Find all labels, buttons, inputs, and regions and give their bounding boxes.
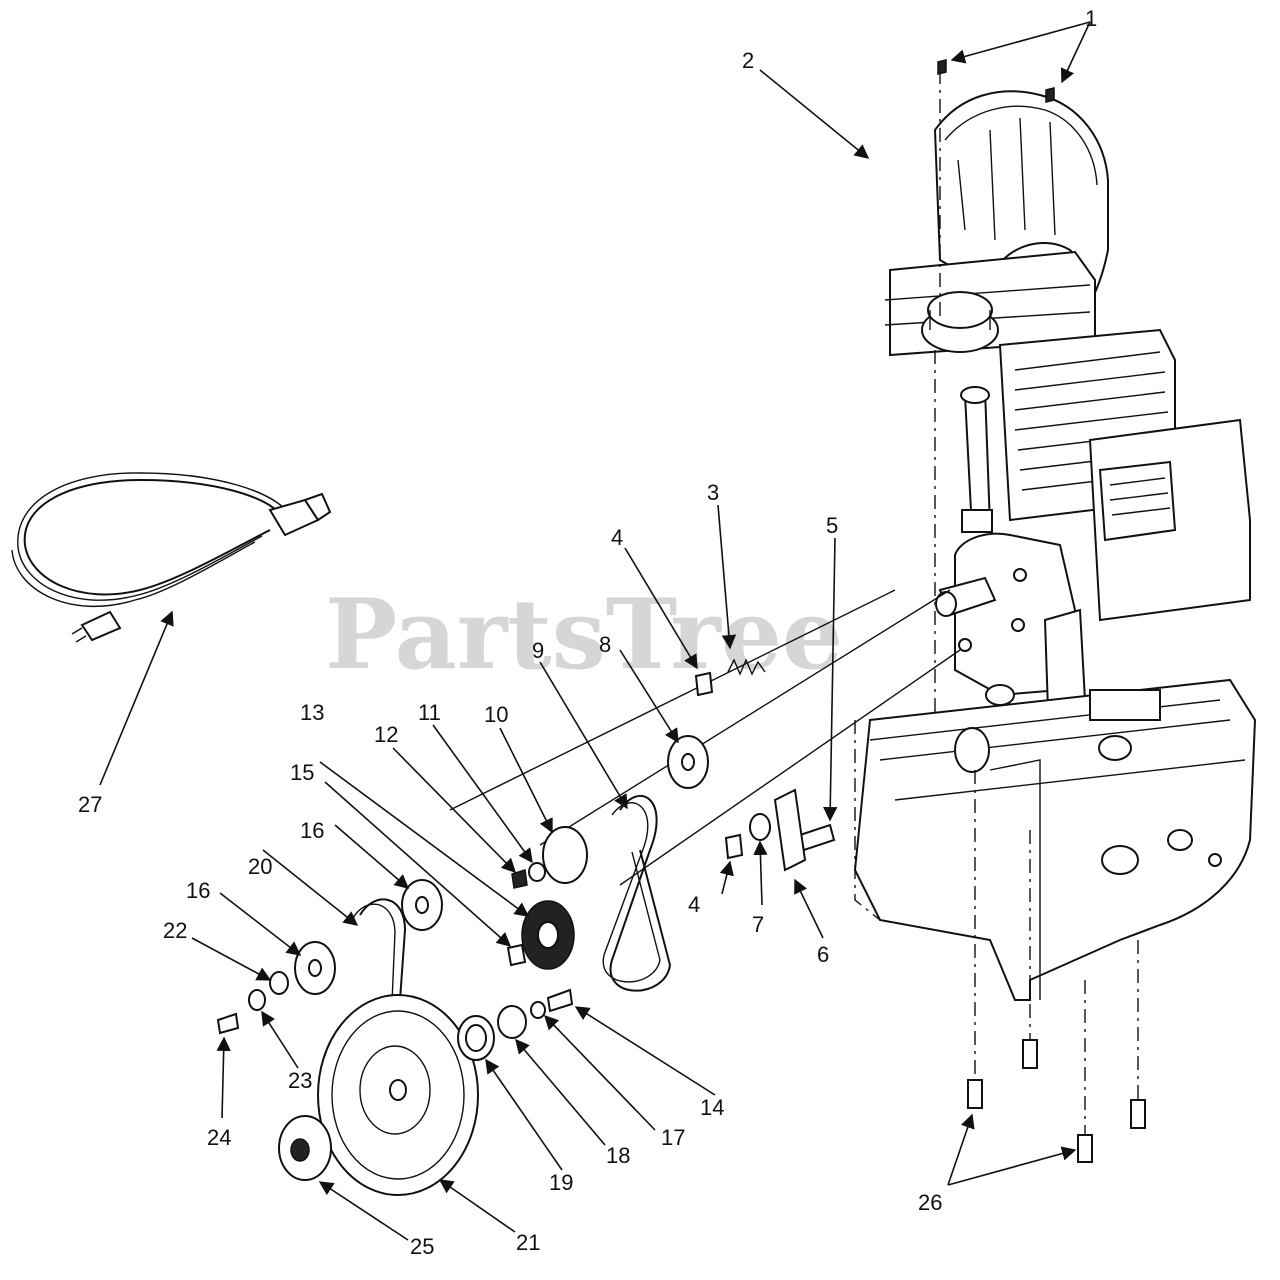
screw-parts-1 <box>937 59 1055 103</box>
callout-25: 25 <box>410 1234 434 1259</box>
callout-19: 19 <box>549 1170 573 1195</box>
callout-4a: 4 <box>611 525 623 550</box>
callout-9: 9 <box>532 638 544 663</box>
callout-24: 24 <box>207 1125 231 1150</box>
frame-housing <box>449 589 1257 1163</box>
callout-21: 21 <box>516 1230 540 1255</box>
callout-16b: 16 <box>186 878 210 903</box>
callout-17: 17 <box>661 1125 685 1150</box>
callout-10: 10 <box>484 702 508 727</box>
engine-assembly <box>884 70 1251 720</box>
drive-components <box>216 658 836 1196</box>
callout-labels: 1 2 3 4 4 5 6 7 8 9 10 11 12 13 14 15 16… <box>78 6 1097 1259</box>
callout-6: 6 <box>817 942 829 967</box>
leader-lines <box>99 21 1091 1241</box>
extension-cord <box>11 472 332 643</box>
callout-13: 13 <box>300 700 324 725</box>
callout-4b: 4 <box>688 892 700 917</box>
watermark: PartsTree <box>325 578 843 691</box>
callout-11: 11 <box>418 700 441 725</box>
callout-23: 23 <box>288 1068 312 1093</box>
callout-2: 2 <box>742 48 754 73</box>
callout-18: 18 <box>606 1143 630 1168</box>
callout-8: 8 <box>599 632 611 657</box>
callout-15: 15 <box>290 760 314 785</box>
callout-20: 20 <box>248 854 272 879</box>
callout-1: 1 <box>1085 6 1097 31</box>
callout-12: 12 <box>374 722 398 747</box>
callout-16a: 16 <box>300 818 324 843</box>
callout-22: 22 <box>163 918 187 943</box>
callout-26: 26 <box>918 1190 942 1215</box>
callout-3: 3 <box>707 480 719 505</box>
callout-27: 27 <box>78 792 102 817</box>
callout-5: 5 <box>826 513 838 538</box>
callout-7: 7 <box>752 912 764 937</box>
callout-14: 14 <box>700 1095 724 1120</box>
